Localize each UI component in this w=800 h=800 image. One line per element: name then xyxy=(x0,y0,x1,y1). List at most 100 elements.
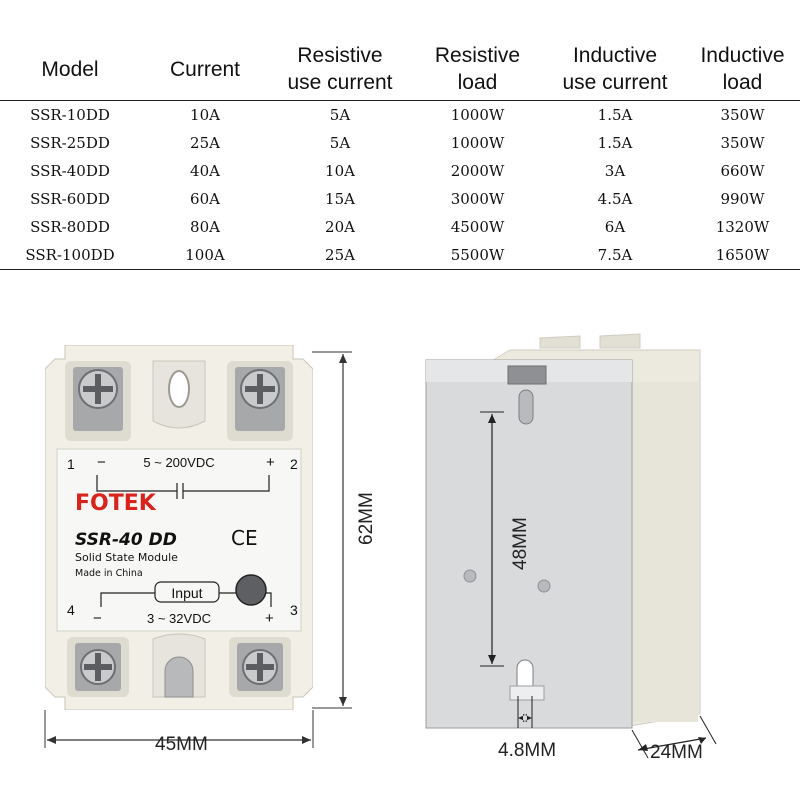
input-circuit-line xyxy=(100,592,237,607)
hole-spacing-dimension: 48MM xyxy=(510,517,531,570)
width-dimension: 45MM xyxy=(155,734,208,755)
screw-icon xyxy=(73,367,123,431)
header-resistive-use-current: Resistive use current xyxy=(270,38,410,100)
mount-hole-top xyxy=(168,370,190,408)
table-cell: SSR-10DD xyxy=(30,106,110,124)
screw-icon xyxy=(235,367,285,431)
model-number: SSR-40 DD xyxy=(75,530,177,550)
input-box xyxy=(154,581,220,603)
table-cell: 1000W xyxy=(450,106,505,124)
header-line: load xyxy=(722,71,763,94)
bottom-slot-notch xyxy=(509,685,545,701)
table-cell: 1650W xyxy=(715,246,770,264)
input-label: Input xyxy=(171,585,202,601)
header-line: load xyxy=(457,71,498,94)
output-range: 5 ~ 200VDC xyxy=(143,455,214,470)
table-cell: SSR-100DD xyxy=(25,246,115,264)
table-cell: 40A xyxy=(190,162,220,180)
output-plus: + xyxy=(266,454,275,471)
input-minus: − xyxy=(93,610,102,627)
table-cell: 15A xyxy=(325,190,355,208)
relay-front-view: 1 − 5 ~ 200VDC + 2 FOTEK SSR-40 DD CE So… xyxy=(45,345,313,710)
table-cell: 10A xyxy=(325,162,355,180)
header-current: Current xyxy=(140,38,270,100)
header-line: Resistive xyxy=(434,44,521,67)
table-cell: SSR-80DD xyxy=(30,218,110,236)
ce-mark: CE xyxy=(231,526,258,550)
terminal-1-label: 1 xyxy=(67,456,75,472)
table-row: SSR-100DD 100A 25A 5500W 7.5A 1650W xyxy=(0,241,800,269)
table-cell: 5A xyxy=(329,106,351,124)
table-cell: 5A xyxy=(329,134,351,152)
top-slot-notch xyxy=(507,365,547,385)
table-cell: 100A xyxy=(185,246,225,264)
module-subtitle: Solid State Module xyxy=(75,551,178,564)
output-minus: − xyxy=(97,454,106,471)
table-cell: 990W xyxy=(720,190,765,208)
housing-edge xyxy=(620,382,698,722)
header-line: Resistive xyxy=(297,44,383,67)
table-cell: 10A xyxy=(190,106,220,124)
table-cell: SSR-40DD xyxy=(30,162,110,180)
table-cell: 60A xyxy=(190,190,220,208)
spec-table: Model Current Resistive use current Resis… xyxy=(0,38,800,270)
table-cell: 3A xyxy=(604,162,626,180)
table-cell: 4.5A xyxy=(597,190,633,208)
table-cell: 80A xyxy=(190,218,220,236)
table-cell: 6A xyxy=(604,218,626,236)
height-dimension: 62MM xyxy=(356,492,377,545)
table-body: SSR-10DD 10A 5A 1000W 1.5A 350W SSR-25DD 25A 5A 1… xyxy=(0,101,800,270)
table-cell: 1.5A xyxy=(597,134,633,152)
rivet-right xyxy=(537,579,551,593)
table-row: SSR-25DD 25A 5A 1000W 1.5A 350W xyxy=(0,129,800,157)
table-cell: 2000W xyxy=(450,162,505,180)
input-plus: + xyxy=(265,610,274,627)
table-cell: 1320W xyxy=(715,218,770,236)
table-cell: SSR-25DD xyxy=(30,134,110,152)
header-line: Model xyxy=(41,57,99,81)
front-dimension-lines xyxy=(44,351,352,748)
header-line: Inductive xyxy=(700,44,785,67)
table-cell: 7.5A xyxy=(597,246,633,264)
table-row: SSR-80DD 80A 20A 4500W 6A 1320W xyxy=(0,213,800,241)
table-cell: 350W xyxy=(720,106,765,124)
relay-back-view xyxy=(425,333,717,759)
table-cell: 20A xyxy=(325,218,355,236)
table-cell: 350W xyxy=(720,134,765,152)
header-inductive-use-current: Inductive use current xyxy=(545,38,685,100)
screw-icon xyxy=(75,643,121,691)
header-line: Current xyxy=(169,57,241,81)
table-cell: 1.5A xyxy=(597,106,633,124)
terminal-3-label: 3 xyxy=(290,602,298,618)
table-cell: 25A xyxy=(325,246,355,264)
table-cell: 25A xyxy=(190,134,220,152)
housing-ridges xyxy=(539,333,641,349)
header-resistive-load: Resistive load xyxy=(410,38,545,100)
table-cell: SSR-60DD xyxy=(30,190,110,208)
table-cell: 5500W xyxy=(450,246,505,264)
slot-width-dimension: 4.8MM xyxy=(498,740,557,761)
depth-dimension: 24MM xyxy=(650,742,703,763)
header-line: Inductive xyxy=(572,44,658,67)
mount-hole-bottom xyxy=(164,656,194,698)
input-range: 3 ~ 32VDC xyxy=(147,611,211,626)
table-row: SSR-60DD 60A 15A 3000W 4.5A 990W xyxy=(0,185,800,213)
table-cell: 4500W xyxy=(450,218,505,236)
indicator-led xyxy=(235,574,267,606)
terminal-4-label: 4 xyxy=(67,602,75,618)
screw-icon xyxy=(237,643,283,691)
table-cell: 1000W xyxy=(450,134,505,152)
mount-slot-top xyxy=(518,389,534,425)
input-plus-line xyxy=(266,592,272,607)
header-inductive-load: Inductive load xyxy=(685,38,800,100)
header-line: use current xyxy=(287,71,393,94)
brand-logo: FOTEK xyxy=(75,491,157,516)
table-row: SSR-10DD 10A 5A 1000W 1.5A 350W xyxy=(0,101,800,129)
header-line: use current xyxy=(562,71,668,94)
table-cell: 3000W xyxy=(450,190,505,208)
rivet-left xyxy=(463,569,477,583)
table-header: Model Current Resistive use current Resis… xyxy=(0,38,800,101)
header-model: Model xyxy=(0,38,140,100)
terminal-2-label: 2 xyxy=(290,456,298,472)
